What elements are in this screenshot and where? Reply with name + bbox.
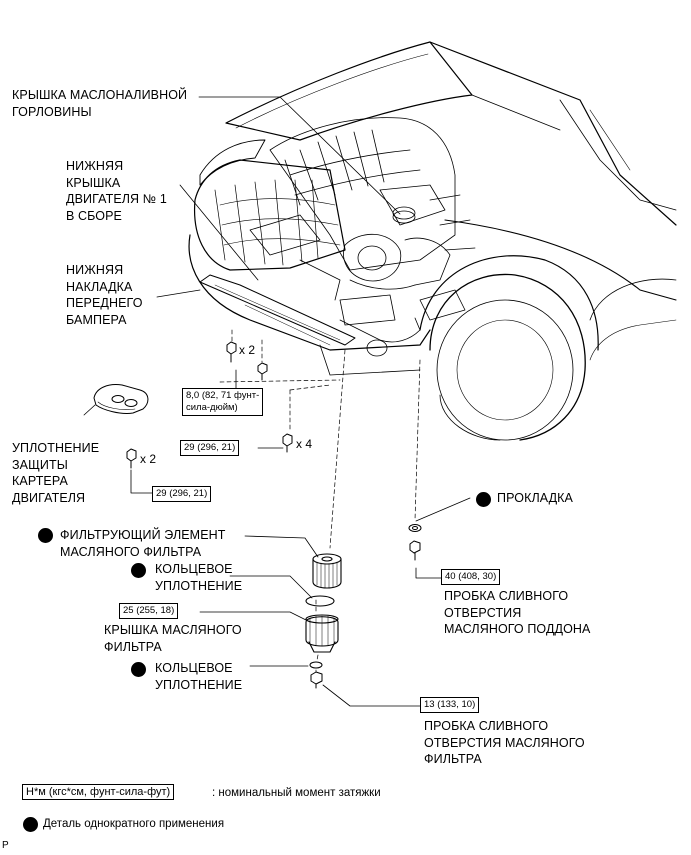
torque-8: 8,0 (82, 71 фунт- сила-дюйм): [182, 388, 264, 416]
crankcase-seal-part: [93, 384, 149, 414]
single-use-dot-icon: [131, 662, 146, 677]
drain-plug-filter-part: [310, 671, 323, 689]
label-bumper-lower: НИЖНЯЯ НАКЛАДКА ПЕРЕДНЕГО БАМПЕРА: [66, 263, 143, 327]
label-filter-cap: КРЫШКА МАСЛЯНОГО ФИЛЬТРА: [104, 623, 242, 654]
label-drain-plug-pan: ПРОБКА СЛИВНОГО ОТВЕРСТИЯ МАСЛЯНОГО ПОДД…: [444, 589, 591, 636]
qty-x2-left: x 2: [140, 452, 157, 466]
dashed-guides: [219, 329, 421, 673]
filter-cap-part: [305, 614, 339, 653]
torque-25: 25 (255, 18): [119, 603, 179, 619]
label-gasket: ПРОКЛАДКА: [497, 491, 573, 505]
drain-plug-pan-parts: [408, 524, 422, 561]
torque-13: 13 (133, 10): [420, 697, 480, 713]
qty-x4: x 4: [296, 437, 313, 451]
legend-unit-text: : номинальный момент затяжки: [212, 787, 381, 799]
label-oil-filler-cap: КРЫШКА МАСЛОНАЛИВНОЙ ГОРЛОВИНЫ: [12, 88, 188, 119]
label-engine-under-cover: НИЖНЯЯ КРЫШКА ДВИГАТЕЛЯ № 1 В СБОРЕ: [66, 159, 167, 223]
single-use-dot-icon: [131, 563, 146, 578]
torque-29-b: 29 (296, 21): [152, 486, 212, 502]
legend-unit-box: Н*м (кгс*см, фунт-сила-фут): [22, 784, 175, 800]
torque-29-a: 29 (296, 21): [180, 440, 240, 456]
leader-lines: [83, 96, 471, 707]
o-ring-2-part: [309, 661, 323, 669]
label-o-ring-1: КОЛЬЦЕВОЕ УПЛОТНЕНИЕ: [155, 562, 243, 593]
torque-40: 40 (408, 30): [441, 569, 501, 585]
corner-mark: P: [2, 840, 9, 851]
bolt-icons: [126, 341, 293, 469]
label-o-ring-2: КОЛЬЦЕВОЕ УПЛОТНЕНИЕ: [155, 661, 243, 692]
single-use-dot-icon: [38, 528, 53, 543]
label-drain-plug-filter: ПРОБКА СЛИВНОГО ОТВЕРСТИЯ МАСЛЯНОГО ФИЛЬ…: [424, 719, 585, 766]
filter-element-part: [312, 553, 342, 589]
label-filter-element: ФИЛЬТРУЮЩИЙ ЭЛЕМЕНТ МАСЛЯНОГО ФИЛЬТРА: [60, 528, 226, 559]
label-crankcase-seal: УПЛОТНЕНИЕ ЗАЩИТЫ КАРТЕРА ДВИГАТЕЛЯ: [12, 441, 100, 505]
single-use-dot-icon: [476, 492, 491, 507]
o-ring-1-part: [305, 595, 335, 607]
engine-illustration: [249, 117, 476, 326]
legend-single-use: Деталь однократного применения: [43, 818, 225, 830]
qty-x2-top: x 2: [239, 343, 256, 357]
legend-dot-icon: [23, 817, 38, 832]
vehicle-illustration: [188, 41, 677, 441]
